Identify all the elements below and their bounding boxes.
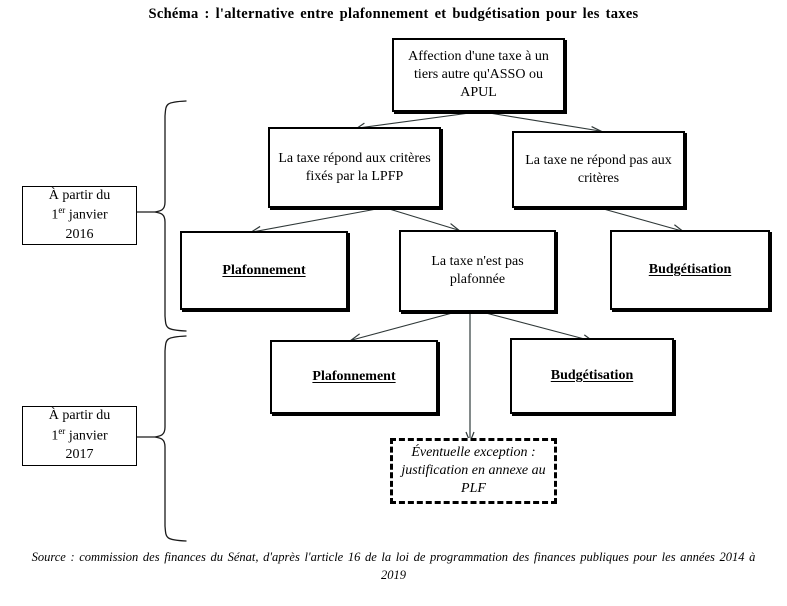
node-root-label: Affection d'une taxe à un tiers autre qu… <box>408 49 549 100</box>
edge-meets-to-capping-2016 <box>249 207 383 235</box>
period-2016-line2-suffix: janvier <box>68 208 108 224</box>
node-capping-2017-label: Plafonnement <box>312 369 396 385</box>
period-2016-line2-sup: er <box>58 205 66 216</box>
node-meets-criteria[interactable]: La taxe répond aux critères fixés par la… <box>268 127 441 208</box>
node-exception[interactable]: Éventuelle exception : justification en … <box>390 438 557 504</box>
node-budgeting-2016[interactable]: Budgétisation <box>610 230 770 310</box>
node-fails-criteria-label: La taxe ne répond pas aux critères <box>525 152 672 186</box>
node-capping-2017[interactable]: Plafonnement <box>270 340 438 414</box>
node-budgeting-2017[interactable]: Budgétisation <box>510 338 674 414</box>
node-root[interactable]: Affection d'une taxe à un tiers autre qu… <box>392 38 565 112</box>
node-capping-2016[interactable]: Plafonnement <box>180 231 348 310</box>
node-not-capped[interactable]: La taxe n'est pas plafonnée <box>399 230 556 312</box>
edge-root-to-meets-criteria <box>355 111 478 131</box>
period-2017-line2-sup: er <box>58 425 66 436</box>
node-budgeting-2017-label: Budgétisation <box>550 368 634 384</box>
edge-meets-to-not-capped <box>385 207 461 232</box>
edge-not-capped-to-capping-2017 <box>349 311 457 343</box>
period-2016-line1: À partir du <box>48 187 111 203</box>
brace-2017 <box>154 335 187 542</box>
node-not-capped-label: La taxe n'est pas plafonnée <box>431 254 524 287</box>
edge-fails-to-budgeting-2016 <box>599 207 685 234</box>
source-note: Source : commission des finances du Séna… <box>31 550 756 583</box>
node-exception-label: Éventuelle exception : justification en … <box>401 445 546 496</box>
node-meets-criteria-label: La taxe répond aux critères fixés par la… <box>278 150 431 184</box>
period-label-2017: À partir du 1er janvier 2017 <box>22 406 137 466</box>
period-2017-line2-prefix: 1 <box>51 428 59 444</box>
page-title: Schéma : l'alternative entre plafonnemen… <box>148 6 639 22</box>
node-budgeting-2016-label: Budgétisation <box>648 262 732 278</box>
node-fails-criteria[interactable]: La taxe ne répond pas aux critères <box>512 131 685 208</box>
period-2016-line3: 2016 <box>65 226 94 242</box>
edge-root-to-fails-criteria <box>482 111 603 135</box>
period-2017-line1: À partir du <box>48 408 111 424</box>
edge-not-capped-to-budgeting-2017 <box>481 311 595 344</box>
period-2017-line3: 2017 <box>65 447 94 463</box>
node-capping-2016-label: Plafonnement <box>222 262 306 278</box>
period-2017-line2-suffix: janvier <box>68 428 108 444</box>
period-label-2016: À partir du 1er janvier 2016 <box>22 186 137 245</box>
period-2016-line2-prefix: 1 <box>51 208 59 224</box>
